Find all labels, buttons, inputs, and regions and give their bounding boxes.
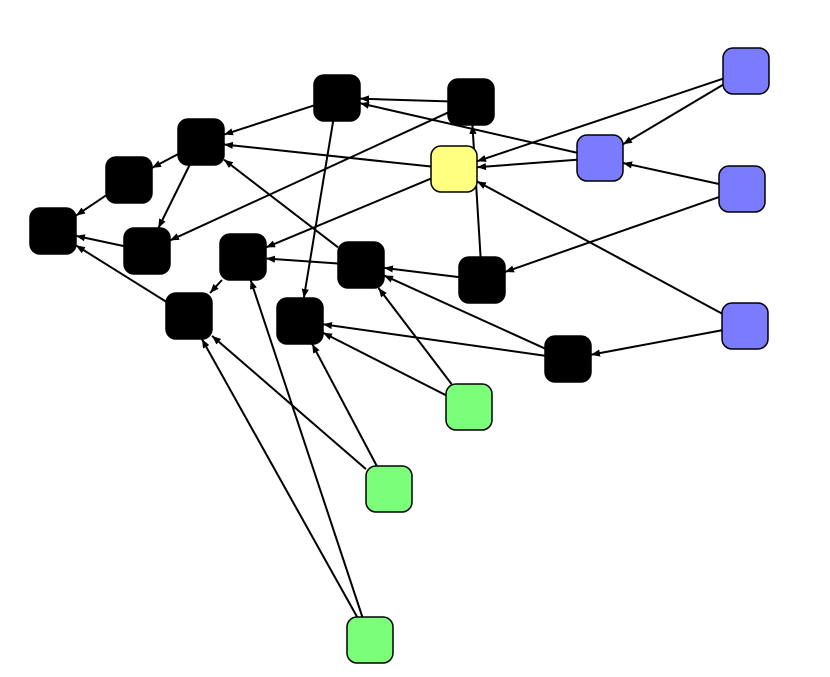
blue-node-b3 [718, 165, 766, 213]
blue-node-b4 [721, 302, 769, 350]
black-node-n4 [313, 74, 361, 122]
edge-arrow-n2-to-n1 [75, 194, 107, 217]
edge-arrow-y1-to-n3 [223, 141, 432, 168]
edge-arrow-n8-to-n3 [223, 158, 339, 249]
edge-arrow-b3-to-b2 [622, 161, 720, 185]
edge-arrow-g1-to-n10 [322, 331, 447, 397]
black-node-n11 [458, 256, 506, 304]
edge-arrow-y1-to-n7 [265, 177, 432, 249]
edge-arrow-b1-to-b2 [622, 83, 724, 146]
edge-arrow-b3-to-n11 [504, 196, 720, 273]
black-node-n12 [544, 335, 592, 383]
black-node-n2 [105, 156, 153, 204]
edge-arrow-b1-to-y1 [476, 77, 724, 163]
green-node-g2 [365, 465, 413, 513]
edge-arrow-g3-to-n9 [200, 338, 359, 618]
edge-arrow-n12-to-n10 [322, 321, 546, 357]
black-node-n3 [177, 118, 225, 166]
edge-arrow-b4-to-y1 [476, 180, 723, 315]
edge-arrow-g2-to-n9 [211, 335, 367, 470]
black-node-n5 [123, 227, 171, 275]
black-node-n1 [29, 207, 77, 255]
edge-arrow-b2-to-y1 [476, 158, 578, 171]
blue-node-b1 [722, 47, 770, 95]
edges-layer [75, 77, 724, 618]
edge-arrow-n4-to-n10 [301, 120, 335, 299]
black-node-n10 [276, 297, 324, 345]
edge-arrow-n12-to-n8 [383, 274, 546, 350]
edge-arrow-n7-to-n9 [209, 279, 223, 294]
black-node-n7 [219, 233, 267, 281]
blue-node-b2 [576, 134, 624, 182]
edge-arrow-g3-to-n7 [249, 279, 364, 618]
edge-arrow-n6-to-n5 [169, 111, 449, 242]
black-node-n6 [447, 78, 495, 126]
edge-arrow-n6-to-n4 [359, 95, 449, 103]
edge-arrow-n3-to-n2 [151, 153, 179, 169]
edge-arrow-b4-to-n12 [590, 329, 723, 357]
edge-arrow-n8-to-n7 [265, 255, 339, 265]
green-node-g1 [445, 383, 493, 431]
edge-arrow-g2-to-n10 [311, 343, 378, 467]
edge-arrow-n11-to-n8 [383, 265, 460, 279]
black-node-n8 [337, 241, 385, 289]
edge-arrow-n4-to-n3 [223, 104, 315, 136]
edge-arrow-n11-to-n6 [469, 124, 482, 258]
edge-arrow-b2-to-n4 [359, 101, 578, 154]
green-node-g3 [346, 616, 394, 664]
yellow-node-y1 [430, 145, 478, 193]
black-node-n9 [165, 292, 213, 340]
edge-arrow-n9-to-n1 [75, 244, 167, 303]
edge-arrow-n5-to-n1 [75, 234, 125, 248]
edge-arrow-g1-to-n8 [377, 287, 453, 385]
nodes-layer [29, 47, 770, 664]
edge-arrow-n3-to-n5 [157, 164, 191, 229]
